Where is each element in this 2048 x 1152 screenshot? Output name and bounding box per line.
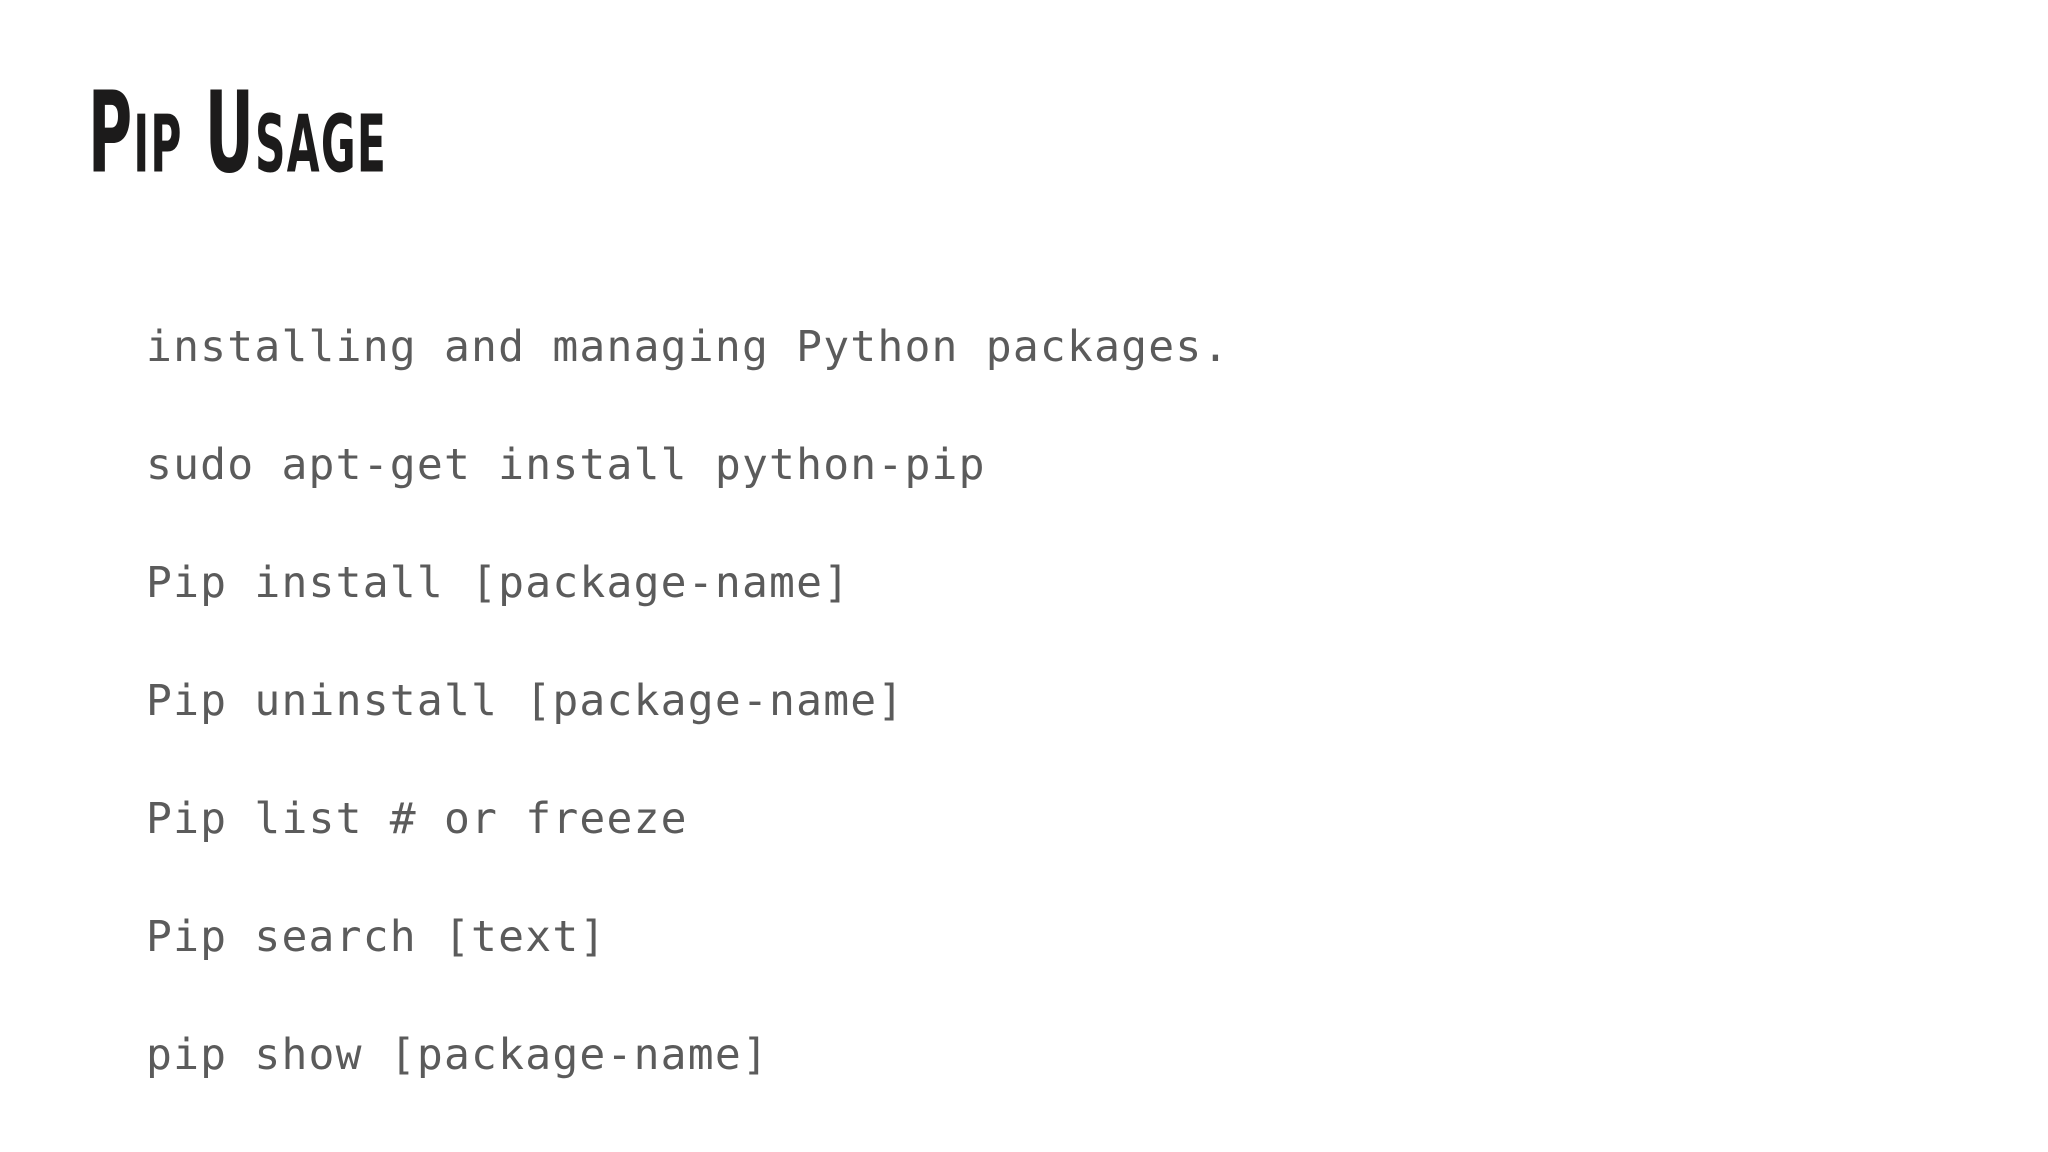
list-item: Pip uninstall [package-name]	[146, 676, 905, 726]
list-item: sudo apt-get install python-pip	[146, 440, 986, 490]
list-item: Pip list # or freeze	[146, 794, 688, 844]
list-item: pip show [package-name]	[146, 1030, 770, 1080]
command-list: installing and managing Python packages.…	[146, 288, 1946, 1114]
list-item: Pip search [text]	[146, 912, 607, 962]
list-item: Pip install [package-name]	[146, 558, 851, 608]
list-item: installing and managing Python packages.	[146, 322, 1230, 372]
page-title: Pip Usage	[88, 68, 388, 199]
